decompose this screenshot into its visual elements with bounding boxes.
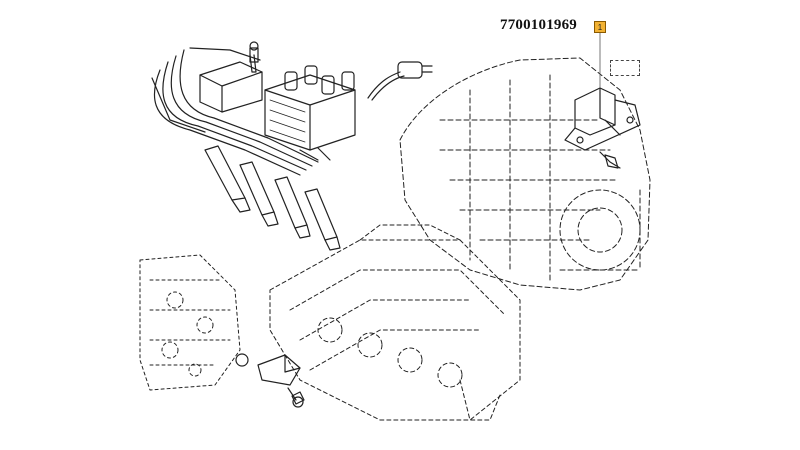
reference-box: [610, 60, 640, 76]
bolt-hardware: [249, 54, 304, 408]
crankshaft-position-sensor: [564, 87, 641, 169]
cylinder-head: [269, 224, 521, 421]
part-number-label: 7700101969: [500, 17, 577, 33]
gearbox-housing: [399, 57, 651, 291]
sensor-cable: [367, 61, 433, 101]
ignition-coil: [264, 65, 356, 161]
engine-block: [139, 254, 241, 391]
callout-number-badge[interactable]: 1: [594, 21, 606, 33]
camshaft-position-sensor: [235, 353, 305, 405]
lead-connector: [199, 41, 263, 113]
ignition-leads: [151, 47, 341, 251]
